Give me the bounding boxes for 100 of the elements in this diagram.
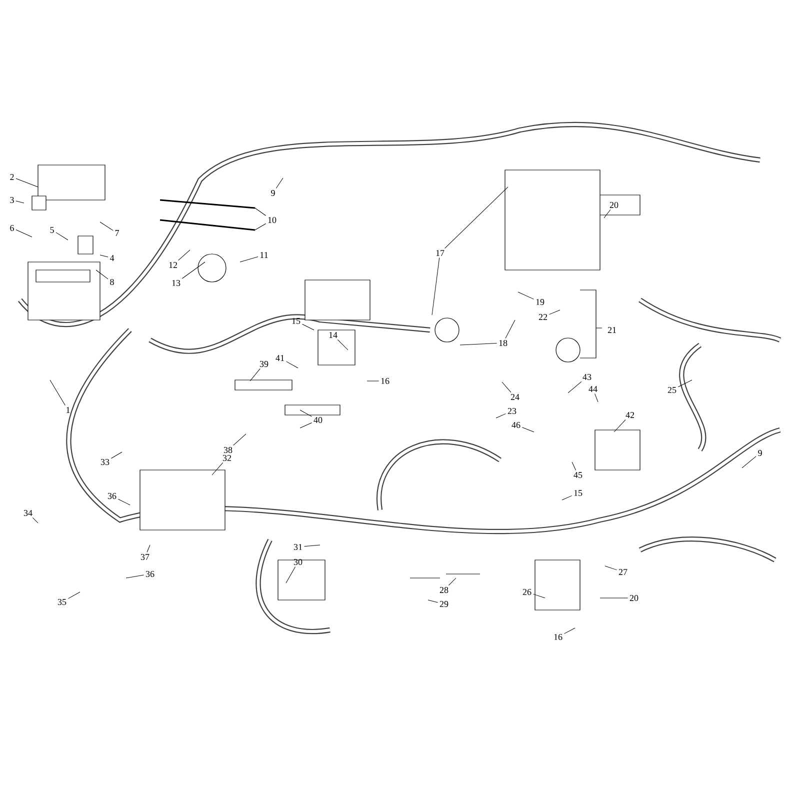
- leader-line: [68, 592, 80, 599]
- callout-number: 5: [50, 227, 54, 233]
- callout-number: 28: [440, 586, 448, 594]
- callout-number: 42: [626, 412, 634, 418]
- callout-number: 29: [440, 600, 448, 608]
- callout-number: 20: [610, 202, 618, 208]
- leader-line: [444, 186, 508, 249]
- leader-line: [286, 361, 298, 368]
- leader-line: [448, 578, 456, 586]
- callout-number: 15: [292, 318, 300, 324]
- callout-number: 3: [10, 196, 14, 204]
- callout-number: 27: [618, 569, 628, 575]
- leader-line: [502, 382, 512, 393]
- callout-number: 21: [608, 327, 616, 333]
- leader-line: [366, 380, 380, 382]
- callout-number: 16: [554, 634, 562, 640]
- leader-line: [614, 419, 626, 432]
- leader-line: [110, 452, 122, 459]
- callout-number: 15: [574, 490, 582, 496]
- callout-number: 20: [630, 594, 638, 602]
- leader-line: [100, 222, 114, 231]
- callout-number: 14: [329, 332, 338, 338]
- callout-number: 36: [146, 570, 154, 578]
- leader-line: [286, 566, 296, 584]
- callout-number: 12: [169, 262, 177, 268]
- callout-number: 9: [271, 190, 275, 196]
- callout-number: 13: [172, 280, 180, 286]
- callout-number: 8: [110, 278, 114, 286]
- leader-line: [276, 178, 284, 189]
- callout-number: 9: [758, 450, 762, 456]
- leader-line: [428, 600, 438, 603]
- callout-number: 19: [536, 298, 544, 306]
- leader-line: [742, 456, 756, 468]
- callout-number: 36: [108, 492, 116, 500]
- callout-number: 37: [140, 554, 150, 560]
- leader-line: [16, 178, 38, 188]
- leader-line: [594, 393, 598, 402]
- callout-number: 10: [268, 216, 276, 224]
- callout-number: 31: [294, 544, 302, 550]
- leader-line: [568, 381, 582, 394]
- callout-number: 44: [588, 386, 598, 392]
- leader-line: [522, 427, 534, 432]
- leader-line: [505, 320, 516, 338]
- callout-number: 4: [110, 255, 114, 261]
- leader-line: [496, 413, 506, 418]
- callout-number: 35: [58, 598, 66, 606]
- leader-line: [564, 628, 576, 634]
- callout-number: 16: [381, 378, 390, 384]
- callout-number: 25: [668, 386, 676, 394]
- callout-number: 26: [522, 588, 532, 596]
- leader-line: [50, 380, 66, 406]
- leader-line: [460, 343, 498, 346]
- leader-line: [126, 574, 144, 578]
- callout-number: 40: [314, 416, 322, 424]
- leader-line: [300, 410, 312, 417]
- callout-number: 34: [24, 510, 32, 516]
- leader-line: [32, 517, 38, 524]
- leader-line: [337, 339, 348, 350]
- leader-line: [518, 292, 534, 300]
- leader-line: [432, 257, 440, 316]
- leader-line: [300, 422, 312, 428]
- callout-number: 43: [582, 374, 592, 380]
- leader-line: [240, 256, 258, 262]
- leader-line: [304, 544, 320, 547]
- callout-number: 17: [436, 250, 444, 256]
- callout-number: 22: [538, 314, 547, 320]
- leader-line: [178, 250, 190, 261]
- callout-number: 18: [499, 340, 508, 346]
- callout-number: 6: [10, 224, 14, 232]
- leader-line: [118, 498, 130, 506]
- leader-line: [182, 262, 206, 279]
- leader-line: [678, 380, 692, 388]
- leader-line: [572, 462, 576, 471]
- leader-line: [56, 232, 68, 240]
- leader-line: [16, 200, 24, 204]
- callout-number: 7: [115, 230, 119, 236]
- callout-number: 23: [508, 408, 516, 414]
- callout-number: 45: [574, 472, 582, 478]
- leader-line: [233, 434, 246, 446]
- leader-line: [96, 270, 108, 280]
- callout-number: 32: [222, 454, 231, 462]
- leader-line: [302, 324, 314, 330]
- callout-number: 33: [100, 458, 110, 466]
- callout-number: 2: [10, 174, 14, 180]
- leader-line: [100, 254, 108, 258]
- callout-number: 39: [260, 360, 268, 368]
- leader-line: [254, 223, 266, 230]
- callout-number: 1: [66, 407, 70, 413]
- leader-line: [548, 310, 560, 315]
- callout-number: 11: [260, 252, 268, 258]
- leader-line: [146, 544, 150, 553]
- leader-line: [212, 462, 224, 476]
- leader-line: [254, 208, 266, 216]
- leader-line: [562, 495, 572, 500]
- callout-number: 41: [276, 355, 284, 361]
- leader-line: [604, 566, 618, 570]
- leader-line: [532, 594, 546, 598]
- callout-number: 30: [294, 558, 302, 566]
- leader-line: [604, 209, 611, 218]
- callout-number: 38: [224, 446, 232, 454]
